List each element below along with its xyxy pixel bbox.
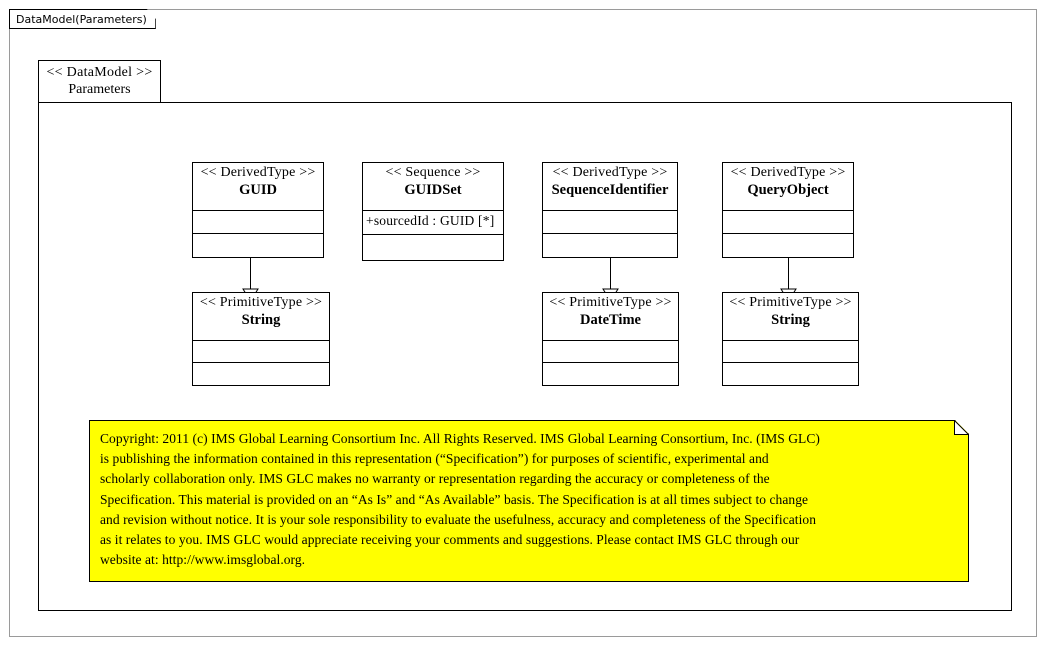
uml-class-attributes-compartment <box>543 341 678 364</box>
uml-class-attributes-compartment: +sourcedId : GUID [*] <box>363 211 503 235</box>
uml-class-title: GUID <box>239 182 277 198</box>
package-header[interactable]: << DataModel >> Parameters <box>38 60 161 103</box>
uml-class-stereotype: << PrimitiveType >> <box>199 295 323 310</box>
uml-class-operations-compartment <box>543 363 678 385</box>
uml-class-operations-compartment <box>543 234 677 257</box>
uml-class-name-compartment: << Sequence >> GUIDSet <box>363 163 503 211</box>
uml-class-title: String <box>241 312 281 328</box>
copyright-note[interactable]: Copyright: 2011 (c) IMS Global Learning … <box>89 420 969 582</box>
uml-class-title: String <box>771 312 810 328</box>
uml-class-guidset[interactable]: << Sequence >> GUIDSet +sourcedId : GUID… <box>362 162 504 261</box>
package-name: Parameters <box>68 82 131 97</box>
uml-class-title: SequenceIdentifier <box>551 182 669 198</box>
uml-attribute: +sourcedId : GUID [*] <box>366 213 495 228</box>
note-line: and revision without notice. It is your … <box>100 511 817 527</box>
uml-class-attributes-compartment <box>723 211 853 235</box>
uml-class-datetime[interactable]: << PrimitiveType >> DateTime <box>542 292 679 386</box>
generalization-line-queryobject-string <box>788 258 789 291</box>
note-line: as it relates to you. IMS GLC would appr… <box>100 532 800 548</box>
uml-class-operations-compartment <box>723 234 853 257</box>
note-line: is publishing the information contained … <box>100 451 769 467</box>
uml-class-name-compartment: << PrimitiveType >> String <box>723 293 858 341</box>
note-line: Specification. This material is provided… <box>100 491 809 507</box>
uml-class-title: GUIDSet <box>404 182 462 198</box>
generalization-line-sequenceidentifier-datetime <box>610 258 611 291</box>
uml-class-stereotype: << DerivedType >> <box>200 165 316 180</box>
uml-class-stereotype: << DerivedType >> <box>730 165 846 180</box>
uml-class-title: DateTime <box>580 312 641 328</box>
uml-class-operations-compartment <box>193 234 323 257</box>
uml-class-attributes-compartment <box>723 341 858 364</box>
uml-class-string-2[interactable]: << PrimitiveType >> String <box>722 292 859 386</box>
uml-class-operations-compartment <box>723 363 858 385</box>
uml-class-name-compartment: << PrimitiveType >> String <box>193 293 329 341</box>
uml-class-name-compartment: << DerivedType >> QueryObject <box>723 163 853 211</box>
uml-class-attributes-compartment <box>543 211 677 235</box>
uml-class-stereotype: << PrimitiveType >> <box>729 295 852 310</box>
uml-class-stereotype: << DerivedType >> <box>552 165 668 180</box>
uml-class-name-compartment: << PrimitiveType >> DateTime <box>543 293 678 341</box>
note-text: Copyright: 2011 (c) IMS Global Learning … <box>89 420 969 579</box>
generalization-line-guid-string <box>250 258 251 291</box>
diagram-tab-label: DataModel(Parameters) <box>16 12 147 26</box>
uml-class-operations-compartment <box>363 235 503 260</box>
uml-class-stereotype: << PrimitiveType >> <box>549 295 672 310</box>
uml-class-attributes-compartment <box>193 211 323 235</box>
note-shape <box>89 420 969 582</box>
uml-class-string-1[interactable]: << PrimitiveType >> String <box>192 292 330 386</box>
note-line: Copyright: 2011 (c) IMS Global Learning … <box>100 431 820 446</box>
note-fold-corner-icon <box>954 420 969 435</box>
note-line: website at: http://www.imsglobal.org. <box>100 552 306 568</box>
uml-class-title: QueryObject <box>747 182 829 198</box>
uml-class-sequenceidentifier[interactable]: << DerivedType >> SequenceIdentifier <box>542 162 678 258</box>
uml-class-attributes-compartment <box>193 341 329 364</box>
uml-class-name-compartment: << DerivedType >> SequenceIdentifier <box>543 163 677 211</box>
uml-class-name-compartment: << DerivedType >> GUID <box>193 163 323 211</box>
uml-class-operations-compartment <box>193 363 329 385</box>
uml-class-stereotype: << Sequence >> <box>385 165 481 180</box>
diagram-tab[interactable]: DataModel(Parameters) <box>9 9 156 29</box>
uml-class-guid[interactable]: << DerivedType >> GUID <box>192 162 324 258</box>
uml-class-queryobject[interactable]: << DerivedType >> QueryObject <box>722 162 854 258</box>
package-stereotype: << DataModel >> <box>46 65 153 80</box>
note-line: scholarly collaboration only. IMS GLC ma… <box>100 471 770 487</box>
